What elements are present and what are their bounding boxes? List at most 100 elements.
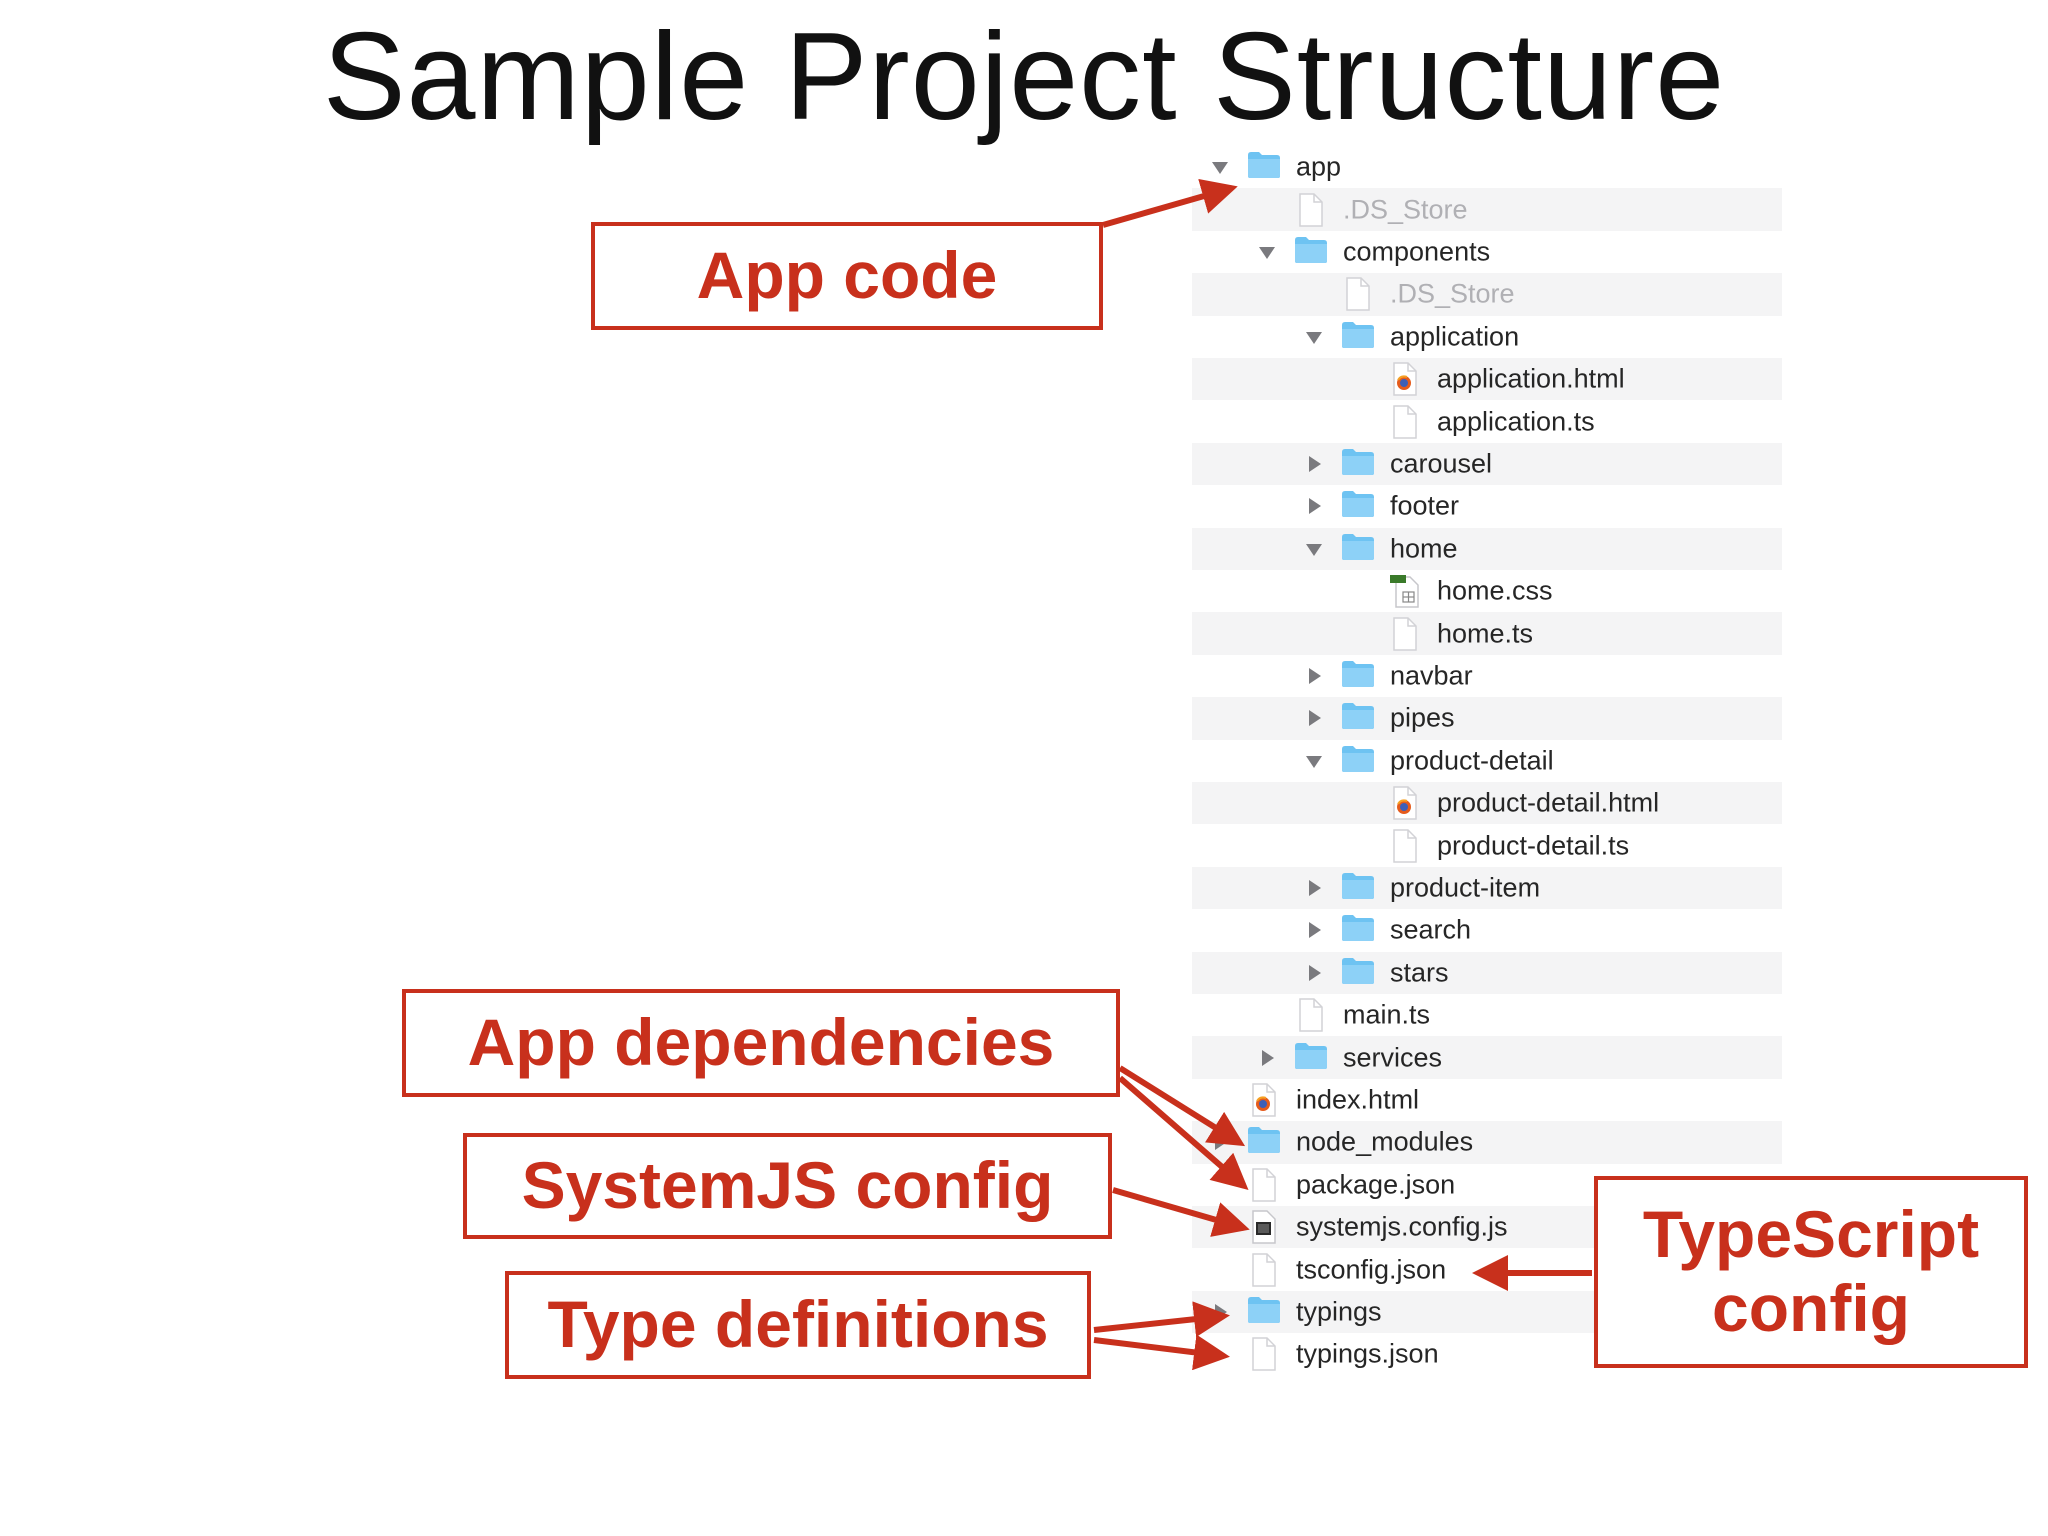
tree-file-row[interactable]: .DS_Store bbox=[1192, 188, 1782, 231]
tree-item-label: typings.json bbox=[1296, 1338, 1439, 1369]
folder-icon bbox=[1246, 1125, 1282, 1159]
tree-item-label: carousel bbox=[1390, 448, 1493, 479]
blank-file-icon bbox=[1389, 404, 1425, 439]
tree-item-label: typings bbox=[1296, 1296, 1382, 1327]
blank-file-icon bbox=[1248, 1337, 1284, 1372]
tree-folder-row[interactable]: pipes bbox=[1192, 697, 1782, 740]
folder-icon bbox=[1340, 871, 1376, 905]
folder-icon bbox=[1340, 320, 1376, 354]
disclosure-collapsed-icon[interactable] bbox=[1304, 496, 1324, 516]
disclosure-collapsed-icon[interactable] bbox=[1210, 1302, 1230, 1322]
tree-item-label: search bbox=[1390, 914, 1472, 945]
disclosure-collapsed-icon[interactable] bbox=[1304, 666, 1324, 686]
folder-icon bbox=[1246, 1295, 1282, 1329]
disclosure-expanded-icon[interactable] bbox=[1304, 539, 1324, 559]
html-file-icon bbox=[1389, 362, 1425, 396]
tree-item-label: pipes bbox=[1390, 702, 1455, 733]
tree-folder-row[interactable]: node_modules bbox=[1192, 1121, 1782, 1164]
blank-file-icon bbox=[1389, 616, 1425, 651]
disclosure-collapsed-icon[interactable] bbox=[1304, 878, 1324, 898]
tree-folder-row[interactable]: components bbox=[1192, 231, 1782, 273]
folder-icon bbox=[1340, 744, 1376, 778]
callout-typescript-config-line2: config bbox=[1712, 1271, 1910, 1345]
disclosure-collapsed-icon[interactable] bbox=[1257, 1048, 1277, 1068]
disclosure-collapsed-icon[interactable] bbox=[1304, 920, 1324, 940]
blank-file-icon bbox=[1295, 998, 1331, 1032]
tree-folder-row[interactable]: carousel bbox=[1192, 442, 1782, 486]
callout-app-code-label: App code bbox=[696, 238, 998, 313]
callout-app-code: App code bbox=[591, 222, 1103, 330]
tree-folder-row[interactable]: product-detail bbox=[1192, 740, 1782, 782]
blank-file-icon bbox=[1248, 1252, 1284, 1287]
tree-file-row[interactable]: application.html bbox=[1192, 358, 1782, 401]
folder-icon bbox=[1340, 956, 1376, 990]
tree-folder-row[interactable]: search bbox=[1192, 909, 1782, 951]
callout-typescript-config: TypeScript config bbox=[1594, 1176, 2028, 1368]
tree-file-row[interactable]: tsconfig.json bbox=[1192, 1248, 1782, 1290]
script-file-icon bbox=[1248, 1210, 1284, 1244]
tree-file-row[interactable]: package.json bbox=[1192, 1164, 1782, 1206]
tree-file-row[interactable]: index.html bbox=[1192, 1079, 1782, 1121]
blank-file-icon bbox=[1295, 192, 1331, 227]
disclosure-collapsed-icon[interactable] bbox=[1304, 708, 1324, 728]
tree-item-label: home.css bbox=[1437, 575, 1553, 606]
tree-file-row[interactable]: product-detail.html bbox=[1192, 782, 1782, 825]
tree-item-label: .DS_Store bbox=[1390, 278, 1515, 309]
tree-item-label: product-detail.ts bbox=[1437, 830, 1630, 861]
callout-type-definitions-label: Type definitions bbox=[547, 1287, 1049, 1362]
blank-file-icon bbox=[1342, 277, 1378, 312]
tree-folder-row[interactable]: footer bbox=[1192, 485, 1782, 527]
disclosure-collapsed-icon[interactable] bbox=[1304, 454, 1324, 474]
tree-item-label: tsconfig.json bbox=[1296, 1254, 1447, 1285]
tree-folder-row[interactable]: services bbox=[1192, 1036, 1782, 1079]
tree-item-label: main.ts bbox=[1343, 999, 1431, 1030]
css-file-icon bbox=[1389, 574, 1425, 608]
tree-file-row[interactable]: main.ts bbox=[1192, 994, 1782, 1036]
tree-folder-row[interactable]: stars bbox=[1192, 951, 1782, 994]
tree-folder-row[interactable]: application bbox=[1192, 316, 1782, 358]
tree-file-row[interactable]: typings.json bbox=[1192, 1333, 1782, 1375]
tree-item-label: index.html bbox=[1296, 1084, 1420, 1115]
disclosure-collapsed-icon[interactable] bbox=[1210, 1132, 1230, 1152]
tree-item-label: application.html bbox=[1437, 363, 1625, 394]
folder-icon bbox=[1293, 1041, 1329, 1075]
tree-item-label: stars bbox=[1390, 957, 1449, 988]
folder-icon bbox=[1340, 701, 1376, 735]
tree-item-label: application bbox=[1390, 321, 1520, 352]
folder-icon bbox=[1340, 659, 1376, 693]
tree-file-row[interactable]: .DS_Store bbox=[1192, 273, 1782, 316]
tree-file-row[interactable]: home.ts bbox=[1192, 612, 1782, 655]
tree-folder-row[interactable]: app bbox=[1192, 146, 1782, 188]
blank-file-icon bbox=[1389, 828, 1425, 863]
disclosure-expanded-icon[interactable] bbox=[1210, 157, 1230, 177]
tree-file-row[interactable]: product-detail.ts bbox=[1192, 824, 1782, 866]
tree-item-label: node_modules bbox=[1296, 1126, 1474, 1157]
tree-item-label: app bbox=[1296, 151, 1342, 182]
tree-item-label: product-detail.html bbox=[1437, 787, 1660, 818]
tree-item-label: package.json bbox=[1296, 1169, 1456, 1200]
html-file-icon bbox=[1389, 786, 1425, 820]
tree-file-row[interactable]: application.ts bbox=[1192, 400, 1782, 442]
tree-folder-row[interactable]: product-item bbox=[1192, 866, 1782, 910]
tree-item-label: services bbox=[1343, 1042, 1443, 1073]
tree-item-label: components bbox=[1343, 236, 1491, 267]
folder-icon bbox=[1246, 150, 1282, 184]
tree-item-label: home.ts bbox=[1437, 618, 1534, 649]
tree-item-label: product-detail bbox=[1390, 745, 1554, 776]
disclosure-expanded-icon[interactable] bbox=[1257, 242, 1277, 262]
disclosure-expanded-icon[interactable] bbox=[1304, 751, 1324, 771]
tree-item-label: home bbox=[1390, 533, 1458, 564]
tree-item-label: product-item bbox=[1390, 872, 1541, 903]
callout-type-definitions: Type definitions bbox=[505, 1271, 1091, 1379]
disclosure-collapsed-icon[interactable] bbox=[1304, 963, 1324, 983]
tree-item-label: .DS_Store bbox=[1343, 194, 1468, 225]
blank-file-icon bbox=[1248, 1168, 1284, 1202]
tree-folder-row[interactable]: navbar bbox=[1192, 655, 1782, 697]
tree-folder-row[interactable]: home bbox=[1192, 527, 1782, 570]
callout-typescript-config-line1: TypeScript bbox=[1642, 1197, 1980, 1272]
tree-item-label: application.ts bbox=[1437, 406, 1595, 437]
tree-file-row[interactable]: home.css bbox=[1192, 570, 1782, 612]
disclosure-expanded-icon[interactable] bbox=[1304, 327, 1324, 347]
folder-icon bbox=[1340, 913, 1376, 947]
folder-icon bbox=[1293, 235, 1329, 269]
